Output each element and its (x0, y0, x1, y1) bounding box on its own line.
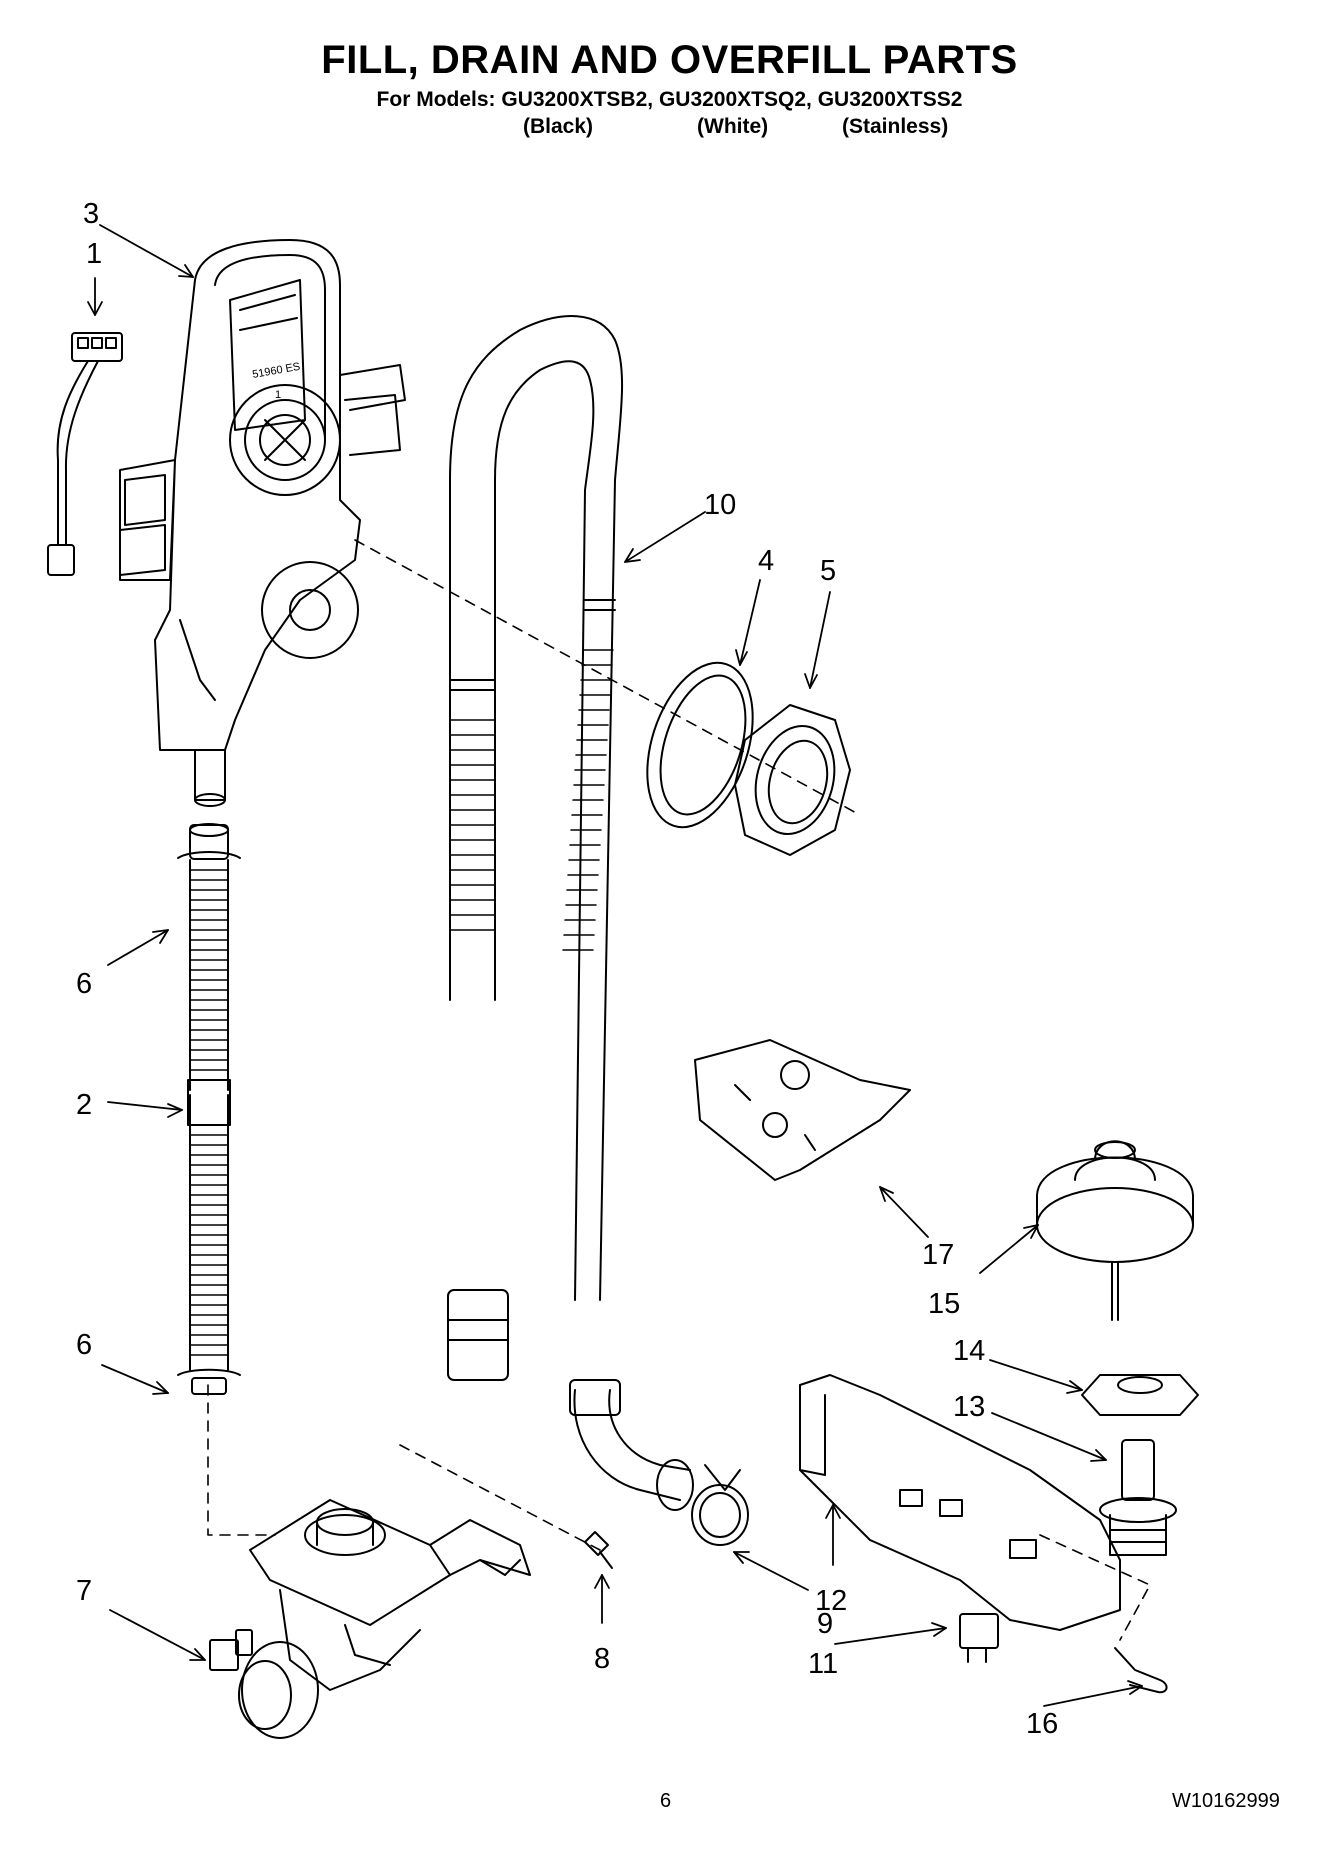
callout-3: 3 (83, 198, 99, 230)
part-4-gasket (646, 661, 754, 829)
callout-11: 11 (808, 1648, 838, 1680)
callout-8: 8 (594, 1643, 610, 1675)
part-9-hose-clamp (691, 1464, 749, 1546)
callout-6-lower: 6 (76, 1329, 92, 1361)
callout-leaders (87, 224, 1143, 1707)
part-1-wire-harness (47, 332, 123, 576)
part-8-screw (584, 1531, 613, 1569)
part-16-clip (1114, 1647, 1168, 1694)
document-number: W10162999 (1172, 1790, 1280, 1812)
callout-1: 1 (86, 238, 102, 270)
part-stamp-code: 51960 ES (251, 361, 301, 381)
callout-13: 13 (953, 1391, 985, 1423)
assembly-center-lines (207, 539, 1151, 1641)
part-13-float-housing (1099, 1439, 1177, 1556)
callout-6-upper: 6 (76, 968, 92, 1000)
part-2-fill-hose (177, 823, 241, 1395)
part-10-drain-hose (447, 315, 694, 1511)
part-stamp-index: 1 (275, 389, 281, 401)
part-7-inlet-valve (209, 1499, 531, 1739)
part-3-vent-housing: 51960 ES 1 (119, 239, 406, 807)
part-15-float (1036, 1140, 1194, 1321)
callout-5: 5 (820, 555, 836, 587)
models-line: For Models: GU3200XTSB2, GU3200XTSQ2, GU… (376, 88, 963, 111)
drain-hose-corrugations (449, 649, 614, 951)
part-14-nut (1081, 1374, 1199, 1416)
callout-12: 12 (815, 1585, 847, 1617)
part-12-switch-bracket (799, 1374, 1121, 1631)
variant-white: (White) (697, 115, 769, 138)
part-5-adapter (734, 704, 851, 856)
page-number: 6 (660, 1790, 672, 1812)
part-17-hardware-bag (694, 1039, 911, 1181)
callout-numbers: 3 1 6 2 6 7 8 9 10 4 5 12 11 16 17 15 14… (76, 198, 1058, 1740)
callout-17: 17 (922, 1239, 954, 1271)
callout-2: 2 (76, 1089, 92, 1121)
callout-16: 16 (1026, 1708, 1058, 1740)
part-11-microswitch (959, 1613, 999, 1663)
fill-hose-corrugations (189, 869, 229, 1356)
callout-4: 4 (758, 545, 774, 577)
callout-7: 7 (76, 1575, 92, 1607)
page-title: FILL, DRAIN AND OVERFILL PARTS (321, 38, 1018, 82)
callout-10: 10 (704, 489, 736, 521)
callout-9: 9 (817, 1608, 833, 1640)
variant-stainless: (Stainless) (842, 115, 949, 138)
callout-15: 15 (928, 1288, 960, 1320)
callout-14: 14 (953, 1335, 985, 1367)
variant-black: (Black) (523, 115, 594, 138)
